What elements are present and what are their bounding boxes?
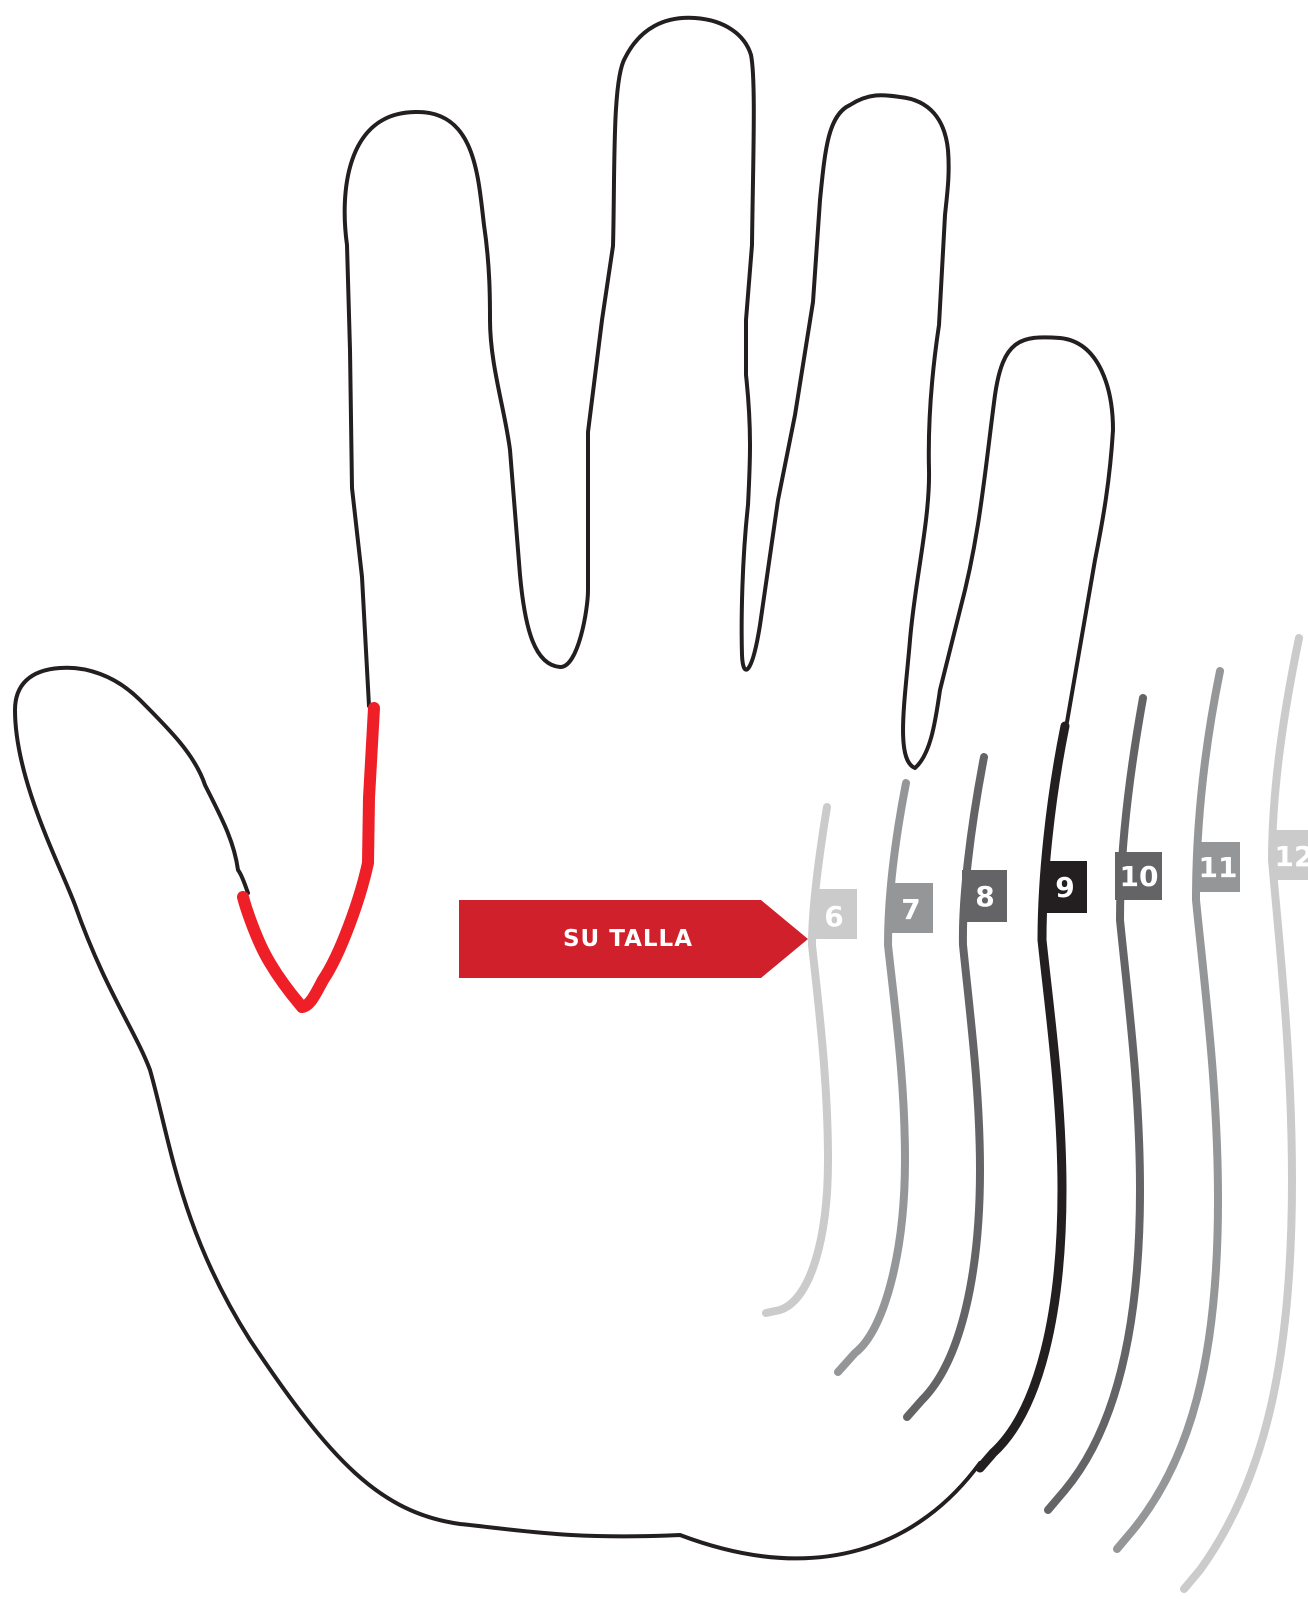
hand-outline (345, 18, 1113, 768)
size-line-7 (838, 783, 906, 1372)
measurement-highlight (243, 708, 374, 1007)
size-label-6: 6 (824, 900, 843, 933)
size-lines (766, 638, 1299, 1589)
size-label-11: 11 (1199, 851, 1238, 884)
your-size-label: SU TALLA (563, 926, 693, 952)
size-label-7: 7 (901, 893, 920, 926)
hand-outline-palm (15, 668, 980, 1559)
size-line-9 (980, 726, 1065, 1468)
size-line-8 (907, 757, 984, 1417)
size-label-10: 10 (1120, 860, 1159, 893)
size-line-6 (766, 807, 828, 1313)
size-label-8: 8 (975, 880, 994, 913)
size-label-9: 9 (1055, 871, 1074, 904)
size-label-12: 12 (1275, 840, 1308, 873)
your-size-banner: SU TALLA (459, 900, 808, 978)
size-line-11 (1117, 671, 1220, 1549)
